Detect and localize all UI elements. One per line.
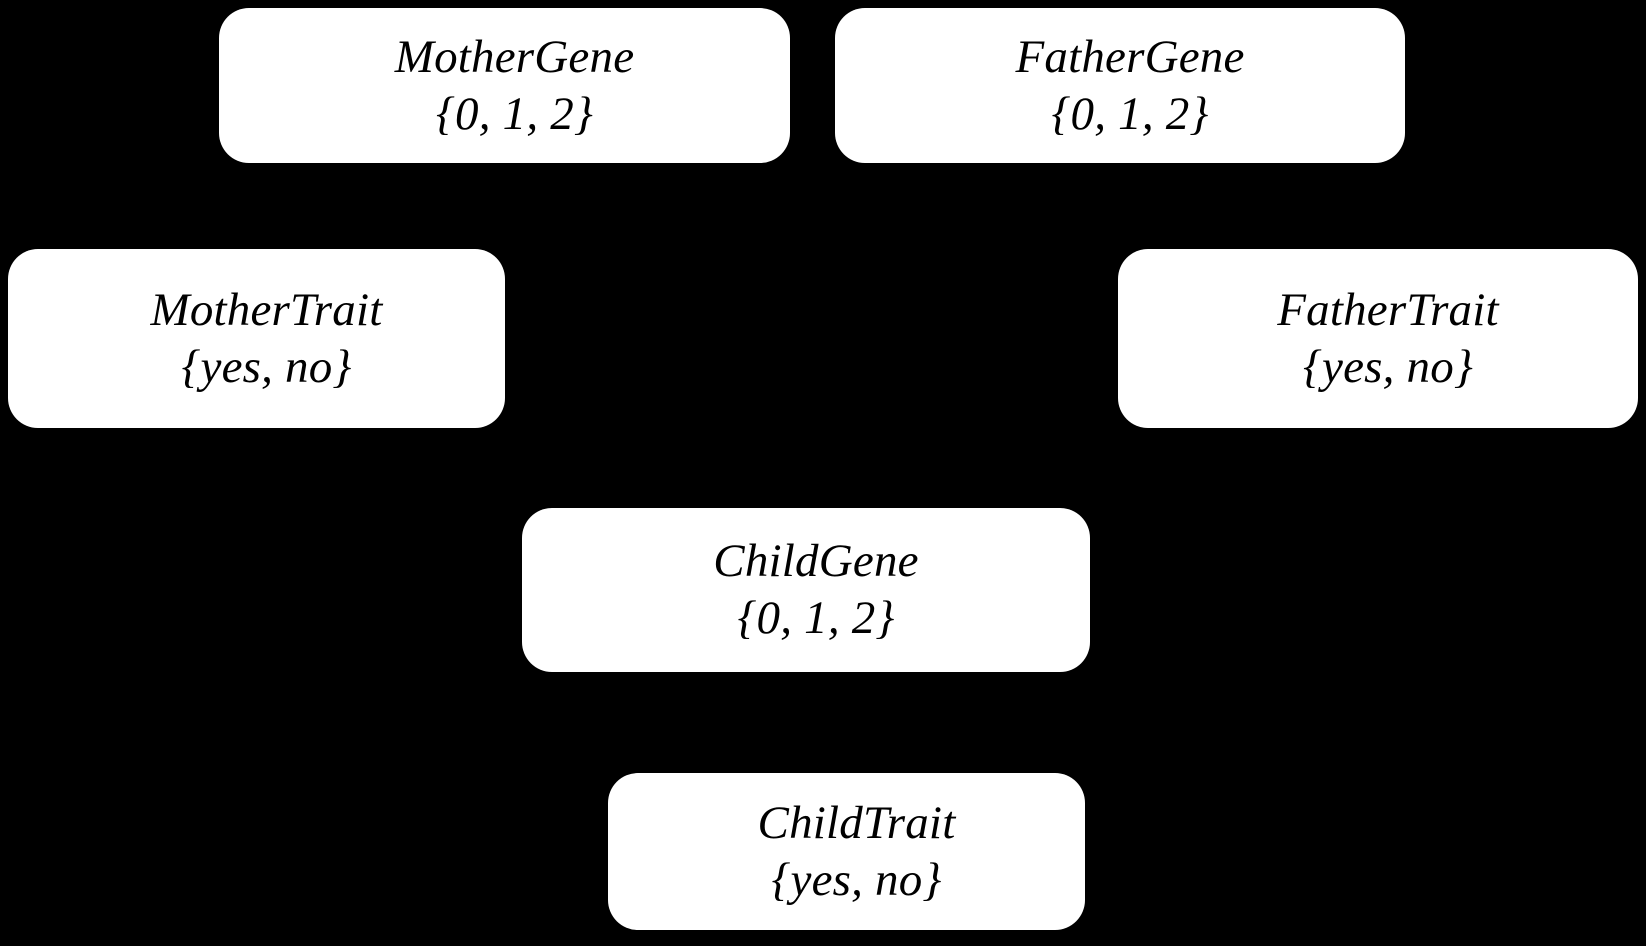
node-child-trait[interactable]: ChildTrait {yes, no} <box>608 773 1085 930</box>
node-father-gene[interactable]: FatherGene {0, 1, 2} <box>835 8 1405 163</box>
node-father-trait[interactable]: FatherTrait {yes, no} <box>1118 249 1638 428</box>
node-mother-gene[interactable]: MotherGene {0, 1, 2} <box>219 8 790 163</box>
node-mother-gene-domain: {0, 1, 2} <box>436 87 593 140</box>
node-child-gene[interactable]: ChildGene {0, 1, 2} <box>522 508 1090 672</box>
node-mother-trait-domain: {yes, no} <box>181 340 352 393</box>
node-child-trait-label: ChildTrait <box>757 796 956 849</box>
node-mother-trait-label: MotherTrait <box>150 283 383 336</box>
node-father-gene-domain: {0, 1, 2} <box>1051 87 1209 140</box>
node-mother-trait[interactable]: MotherTrait {yes, no} <box>8 249 505 428</box>
node-father-trait-label: FatherTrait <box>1277 283 1499 336</box>
node-child-gene-label: ChildGene <box>713 535 919 588</box>
node-mother-gene-label: MotherGene <box>394 30 635 83</box>
node-father-gene-label: FatherGene <box>1015 30 1245 83</box>
node-father-trait-domain: {yes, no} <box>1303 340 1473 393</box>
node-child-gene-domain: {0, 1, 2} <box>737 592 895 644</box>
node-child-trait-domain: {yes, no} <box>771 853 942 906</box>
